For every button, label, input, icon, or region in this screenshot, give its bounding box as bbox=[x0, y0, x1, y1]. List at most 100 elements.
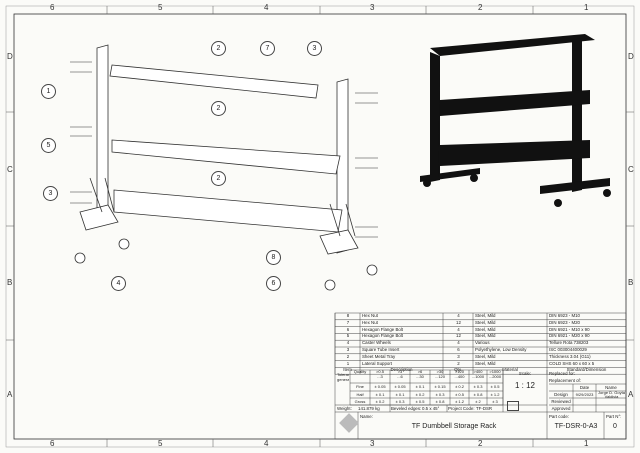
replacement-of: Replacement of: bbox=[549, 378, 581, 383]
lateral-support-left bbox=[96, 44, 109, 227]
scale-value: 1 : 12 bbox=[514, 381, 535, 390]
tolerance-cell: Half bbox=[356, 392, 364, 397]
tolerance-cell: Gross bbox=[354, 399, 366, 404]
bom-header-item: Item bbox=[343, 367, 352, 373]
beveled-label: Beveled edges: bbox=[391, 406, 422, 411]
balloon: 3 bbox=[43, 186, 58, 201]
bom-cell-qty: 2 bbox=[457, 360, 460, 366]
tolerance-cell: ± 0.3 bbox=[395, 399, 405, 404]
weight-label: Weight: bbox=[337, 406, 352, 411]
tolerance-cell: ± 0.5 bbox=[490, 384, 500, 389]
bom-cell-description: Lateral Support bbox=[362, 360, 393, 366]
design-name: Jorge D. Goyta Valdivia bbox=[598, 391, 625, 398]
reviewed-label: Reviewed bbox=[551, 399, 571, 404]
bom-cell-standard: Thickness 3.04 (G11) bbox=[549, 353, 591, 359]
tolerance-cell: ± 3 bbox=[492, 399, 498, 404]
bom-cell-item: 7 bbox=[346, 319, 350, 325]
zone-label-left: C bbox=[7, 165, 13, 174]
bom-cell-material: Steel, Mild bbox=[475, 319, 496, 325]
tolerance-cell: ± 0.05 bbox=[374, 384, 386, 389]
rendered-view bbox=[420, 34, 611, 207]
design-label: Design bbox=[554, 392, 568, 397]
zone-label-left: B bbox=[7, 278, 13, 287]
projection-symbol-icon bbox=[507, 401, 519, 411]
part-code-value: TF-DSR-0-A3 bbox=[554, 423, 598, 430]
zone-label-right: A bbox=[628, 390, 634, 399]
zone-label-top: 4 bbox=[264, 3, 269, 12]
bom-header-standard: Standard/Dimension bbox=[566, 367, 607, 373]
bom-cell-material: Steel, Mild bbox=[475, 353, 496, 359]
tray-middle bbox=[111, 139, 341, 175]
bom-cell-item: 1 bbox=[346, 360, 350, 366]
tolerance-cell: ± 0.2 bbox=[415, 392, 425, 397]
balloon: 8 bbox=[266, 250, 281, 265]
tolerance-header: >120 ...400 bbox=[454, 370, 465, 379]
bom-cell-item: 5 bbox=[346, 333, 350, 339]
bom-cell-item: 8 bbox=[346, 313, 350, 318]
tolerance-cell: ± 0.1 bbox=[415, 384, 425, 389]
bom-cell-qty: 12 bbox=[456, 319, 461, 325]
bom-header-material: Material bbox=[502, 367, 518, 373]
zone-label-bottom: 3 bbox=[370, 439, 375, 448]
bom-cell-standard: DIN 6923 - M20 bbox=[549, 319, 580, 325]
zone-label-right: D bbox=[628, 52, 634, 61]
tolerance-cell: ± 0.3 bbox=[473, 384, 483, 389]
bom-cell-description: Hex Nut bbox=[362, 319, 378, 325]
bom-cell-description: Caster Wheels bbox=[362, 340, 391, 346]
tolerance-cell: ± 0.3 bbox=[435, 392, 445, 397]
zone-label-bottom: 6 bbox=[50, 439, 55, 448]
tolerance-cell: ± 2 bbox=[475, 399, 481, 404]
approved-label: Approved bbox=[551, 406, 571, 411]
zone-label-top: 6 bbox=[50, 3, 55, 12]
balloon: 4 bbox=[111, 276, 126, 291]
tolerance-cell: Fine bbox=[356, 384, 364, 389]
tolerance-cell: ± 0.2 bbox=[375, 399, 385, 404]
tray-top bbox=[109, 64, 319, 99]
replaced-for: Replaced for: bbox=[549, 371, 576, 376]
tolerance-cell: ± 0.2 bbox=[455, 384, 464, 389]
tolerance-label: Tolerance general bbox=[337, 372, 349, 382]
balloon: 7 bbox=[260, 41, 275, 56]
title-block-lines bbox=[334, 312, 627, 440]
bom-cell-standard: Tellure Rota 738203 bbox=[549, 340, 589, 346]
bom-cell-material: Steel, Mild bbox=[475, 313, 496, 318]
tolerance-cell: ± 0.5 bbox=[415, 399, 425, 404]
exploded-view bbox=[70, 44, 378, 291]
zone-label-left: A bbox=[7, 390, 13, 399]
bom-cell-standard: DIN 6923 - M10 bbox=[549, 313, 580, 318]
bom-cell-qty: 6 bbox=[457, 347, 460, 352]
tolerance-cell: ± 0.1 bbox=[375, 392, 385, 397]
tolerance-header: >3 ...6 bbox=[397, 370, 403, 379]
tolerance-cell: ± 0.8 bbox=[473, 392, 483, 397]
balloon: 2 bbox=[211, 41, 226, 56]
bom-cell-standard: COLD SHS 60 x 60 x 5 bbox=[549, 360, 595, 366]
bom-cell-material: Steel, Mild bbox=[475, 326, 496, 332]
tolerance-header: >1000 ...2000 bbox=[488, 370, 502, 379]
tolerance-header: >6 ...30 bbox=[416, 370, 424, 379]
part-no-value: 0 bbox=[613, 423, 617, 430]
date-label: Date bbox=[579, 385, 590, 390]
balloon: 3 bbox=[307, 41, 322, 56]
bom-cell-description: Hex Nut bbox=[362, 313, 378, 318]
tolerance-cell: ± 0.8 bbox=[435, 399, 445, 404]
bom-cell-description: Hexagon Flange Bolt bbox=[362, 333, 404, 339]
zone-label-right: B bbox=[628, 278, 634, 287]
bom-cell-qty: 4 bbox=[457, 326, 460, 332]
zone-label-top: 1 bbox=[584, 3, 589, 12]
zone-label-bottom: 1 bbox=[584, 439, 589, 448]
bom-cell-standard: DIN 6921 - M20 x 90 bbox=[549, 333, 590, 339]
zone-label-bottom: 2 bbox=[478, 439, 483, 448]
zone-label-bottom: 5 bbox=[158, 439, 163, 448]
balloon: 2 bbox=[211, 171, 226, 186]
bom-cell-description: Sheet Metal Tray bbox=[362, 353, 396, 359]
bom-cell-qty: 12 bbox=[456, 333, 461, 339]
bom-cell-qty: 4 bbox=[457, 340, 460, 346]
tolerance-header: >0.5 ...3 bbox=[376, 370, 384, 379]
bom-cell-material: Steel, Mild bbox=[475, 333, 496, 339]
zone-label-top: 3 bbox=[370, 3, 375, 12]
tolerance-cell: ± 0.05 bbox=[394, 384, 406, 389]
tolerance-cell: ± 0.5 bbox=[455, 392, 464, 397]
balloon: 1 bbox=[41, 84, 56, 99]
zone-label-bottom: 4 bbox=[264, 439, 269, 448]
